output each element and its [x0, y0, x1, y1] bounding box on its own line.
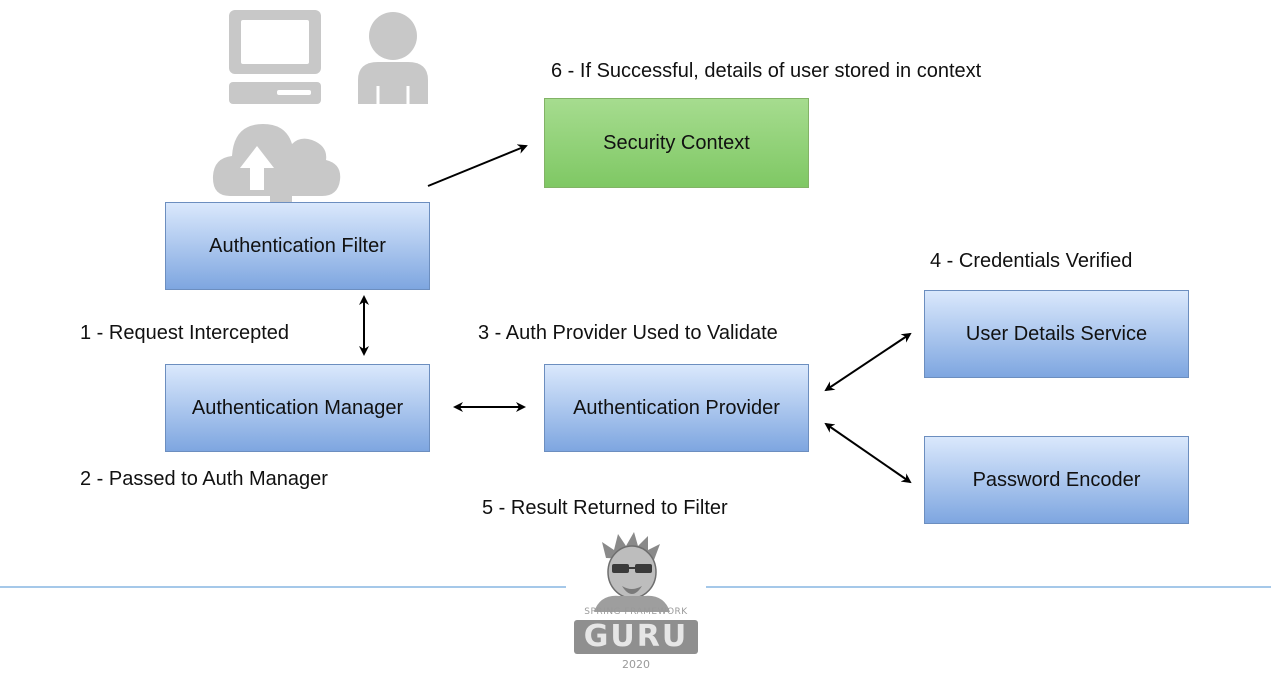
- authentication-filter-box: Authentication Filter: [165, 202, 430, 290]
- security-context-label: Security Context: [603, 131, 750, 154]
- computer-icon: [229, 10, 321, 104]
- step-3-label: 3 - Auth Provider Used to Validate: [478, 322, 778, 344]
- arrow-filter-to-context: [427, 144, 528, 187]
- authentication-provider-label: Authentication Provider: [573, 396, 780, 419]
- authentication-filter-label: Authentication Filter: [209, 234, 386, 257]
- logo-banner: GURU: [574, 620, 698, 654]
- authentication-provider-box: Authentication Provider: [544, 364, 809, 452]
- security-context-box: Security Context: [544, 98, 809, 188]
- authentication-manager-label: Authentication Manager: [191, 396, 404, 419]
- arrow-provider-userdetails: [824, 332, 912, 392]
- step-2-label: 2 - Passed to Auth Manager: [80, 468, 328, 490]
- user-details-service-label: User Details Service: [965, 322, 1148, 345]
- step-1-label: 1 - Request Intercepted: [80, 322, 290, 344]
- guru-mascot-icon: [594, 532, 670, 612]
- step-4-label: 4 - Credentials Verified: [930, 250, 1133, 272]
- logo-top-text: SPRING FRAMEWORK: [584, 607, 688, 617]
- spring-framework-guru-logo: SPRING FRAMEWORK GURU 2020: [566, 528, 706, 676]
- step-6-label: 6 - If Successful, details of user store…: [551, 60, 982, 82]
- logo-main-text: GURU: [583, 619, 689, 654]
- password-encoder-label: Password Encoder: [972, 468, 1141, 491]
- user-icon: [358, 12, 428, 104]
- authentication-manager-box: Authentication Manager: [165, 364, 430, 452]
- logo-year: 2020: [622, 658, 650, 671]
- arrow-provider-encoder: [824, 422, 912, 484]
- step-5-label: 5 - Result Returned to Filter: [482, 497, 728, 519]
- user-details-service-box: User Details Service: [924, 290, 1189, 378]
- password-encoder-box: Password Encoder: [924, 436, 1189, 524]
